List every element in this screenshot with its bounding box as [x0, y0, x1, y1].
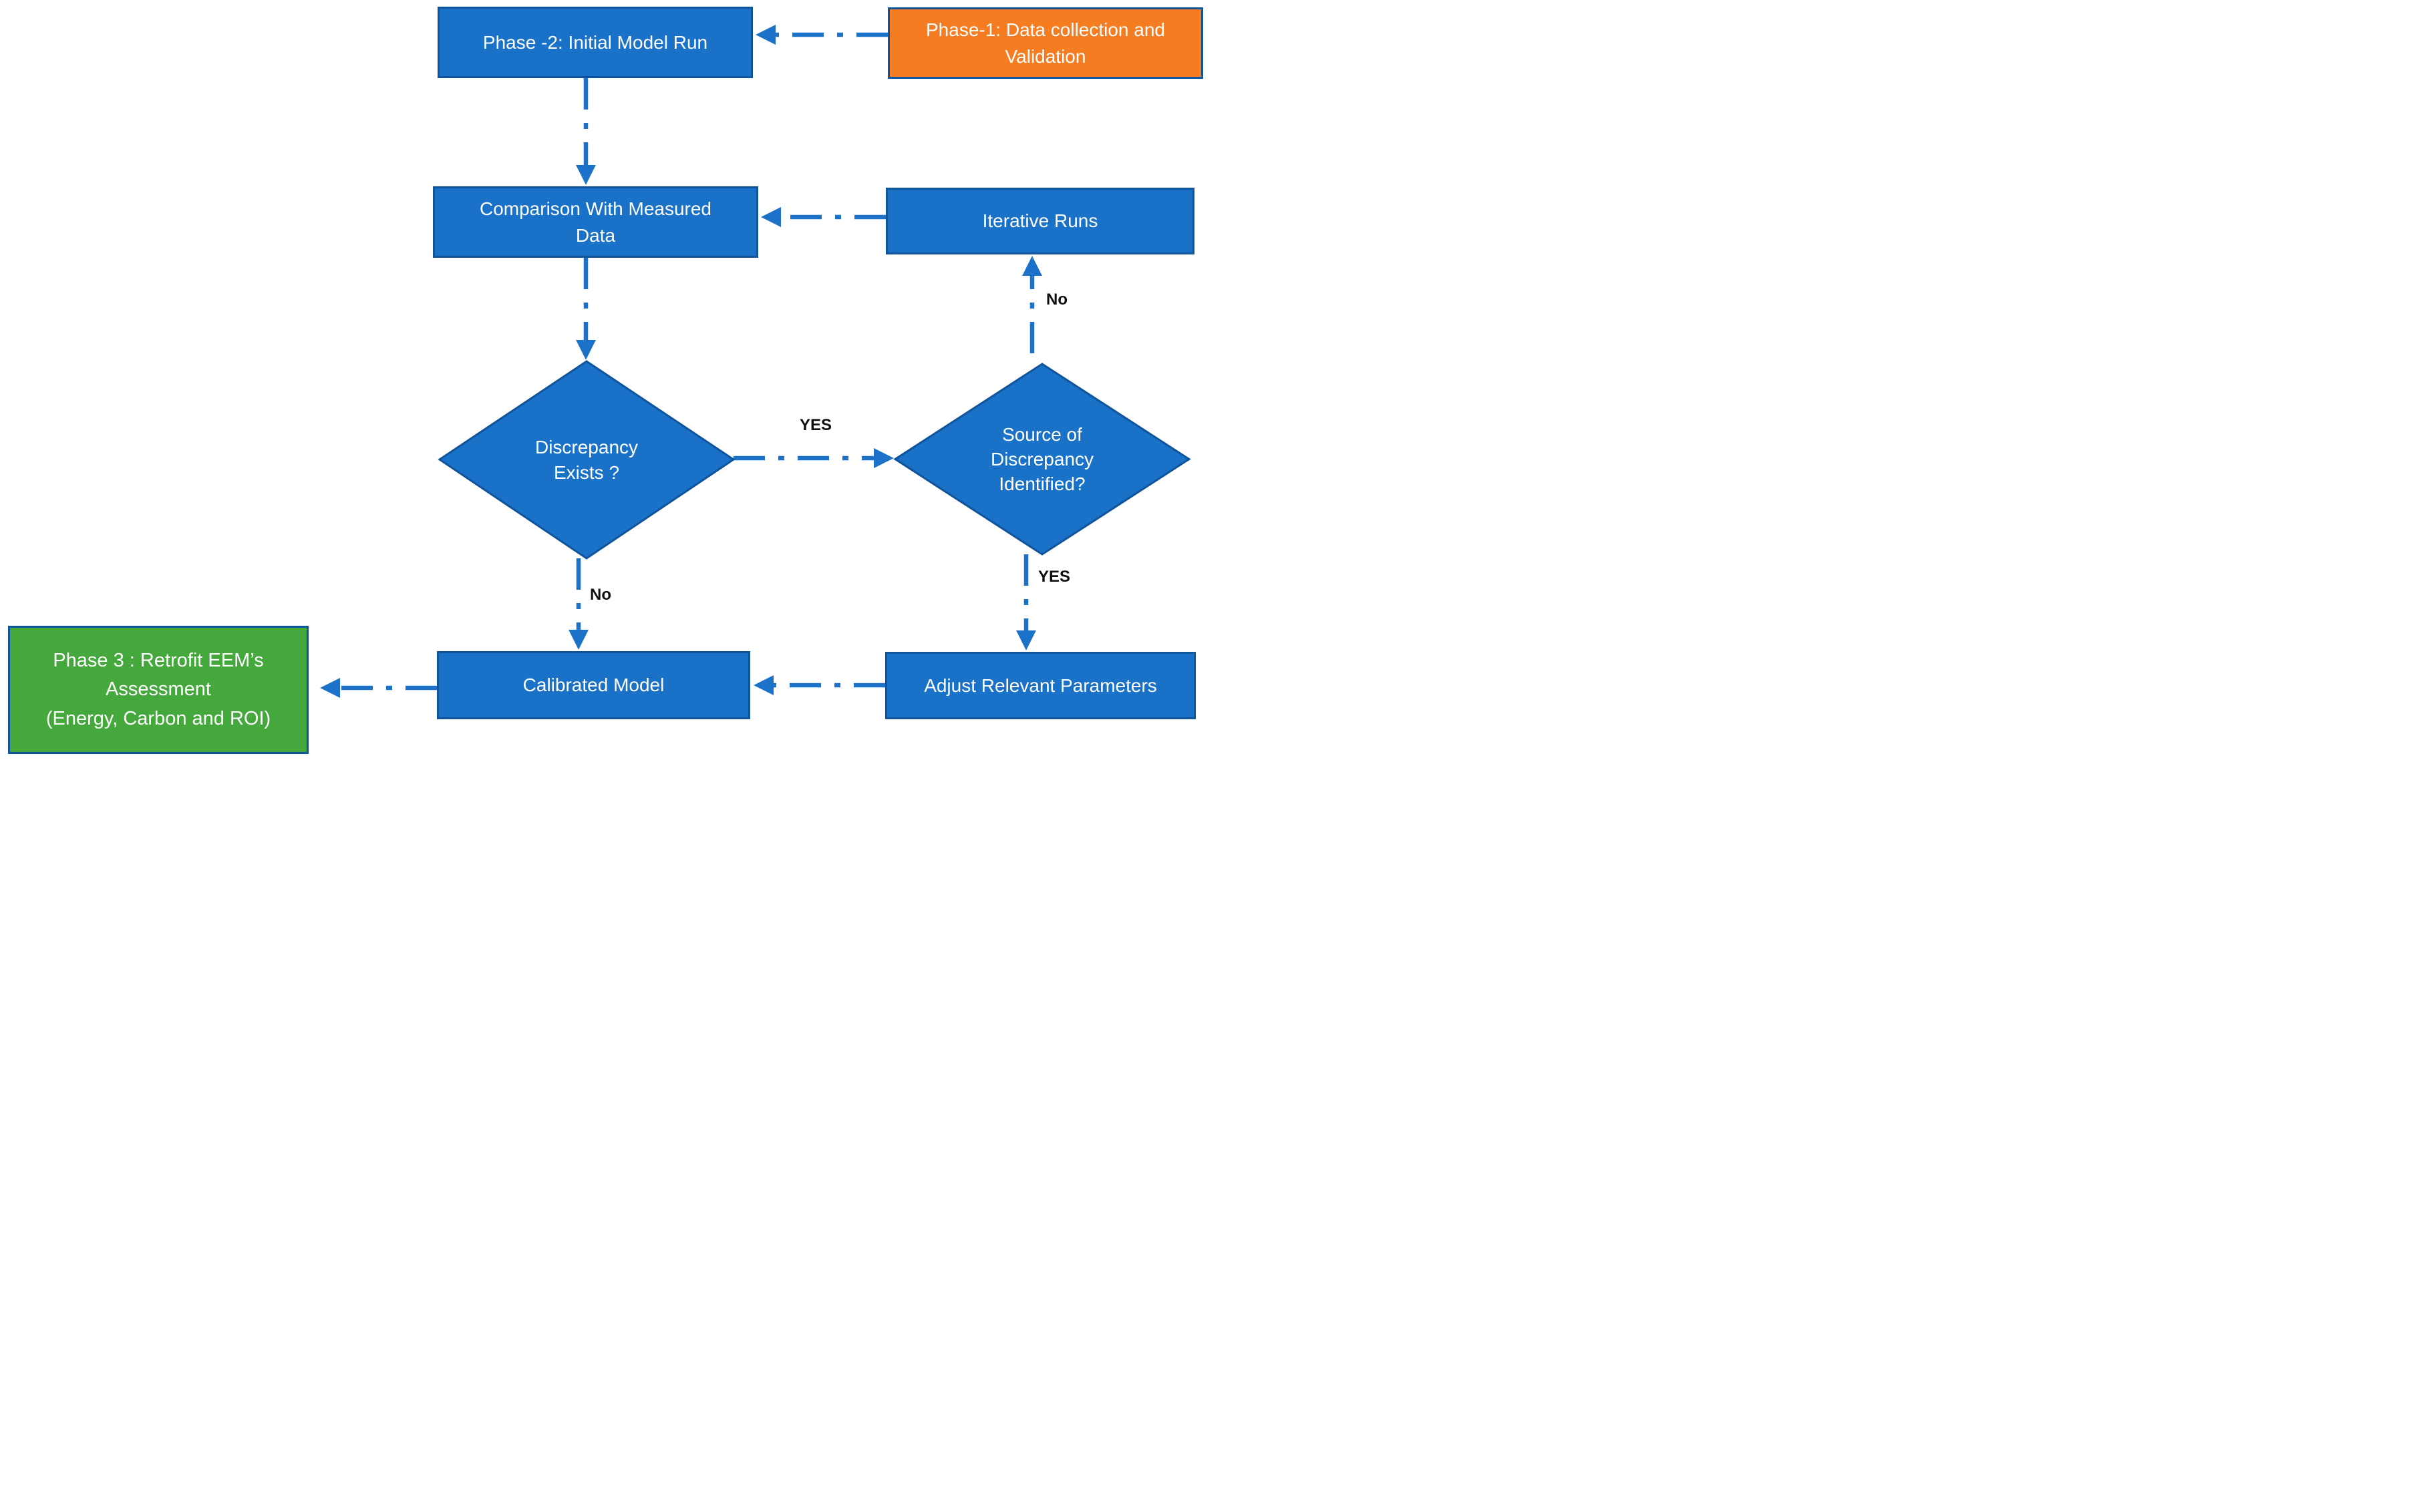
node-phase3: Phase 3 : Retrofit EEM’s Assessment (Ene…	[8, 626, 309, 754]
node-calibrated: Calibrated Model	[437, 651, 750, 719]
node-phase3-label-line2: Assessment	[106, 679, 211, 701]
node-phase1: Phase-1: Data collection and Validation	[888, 7, 1203, 79]
node-adjust: Adjust Relevant Parameters	[885, 652, 1196, 719]
node-calibrated-label: Calibrated Model	[522, 675, 665, 696]
node-phase3-label-line3: (Energy, Carbon and ROI)	[45, 707, 271, 729]
node-comparison-label-line1: Comparison With Measured	[479, 198, 712, 219]
node-source-diamond	[893, 363, 1191, 556]
node-phase1-label-line1: Phase-1: Data collection and	[926, 19, 1165, 40]
node-phase1-label-line2: Validation	[1005, 45, 1086, 67]
edge-label-yes-discrepancy-to-source: YES	[799, 416, 832, 434]
node-iterative: Iterative Runs	[886, 188, 1194, 254]
node-discrepancy-diamond	[438, 360, 736, 560]
node-comparison: Comparison With Measured Data	[433, 186, 758, 258]
node-iterative-label: Iterative Runs	[982, 210, 1098, 232]
edge-label-no-discrepancy-to-calibrated: No	[590, 586, 611, 604]
edge-label-yes-source-to-adjust: YES	[1038, 568, 1071, 586]
edge-label-no-source-to-iterative: No	[1046, 291, 1068, 309]
node-comparison-label-line2: Data	[575, 224, 616, 246]
node-phase2: Phase -2: Initial Model Run	[438, 7, 753, 78]
node-phase2-label: Phase -2: Initial Model Run	[482, 31, 708, 53]
node-adjust-label: Adjust Relevant Parameters	[924, 675, 1157, 696]
node-phase3-label-line1: Phase 3 : Retrofit EEM’s	[53, 649, 264, 671]
flowchart-wires	[320, 25, 1191, 698]
flowchart-canvas: Phase -2: Initial Model Run Phase-1: Dat…	[0, 0, 1204, 756]
